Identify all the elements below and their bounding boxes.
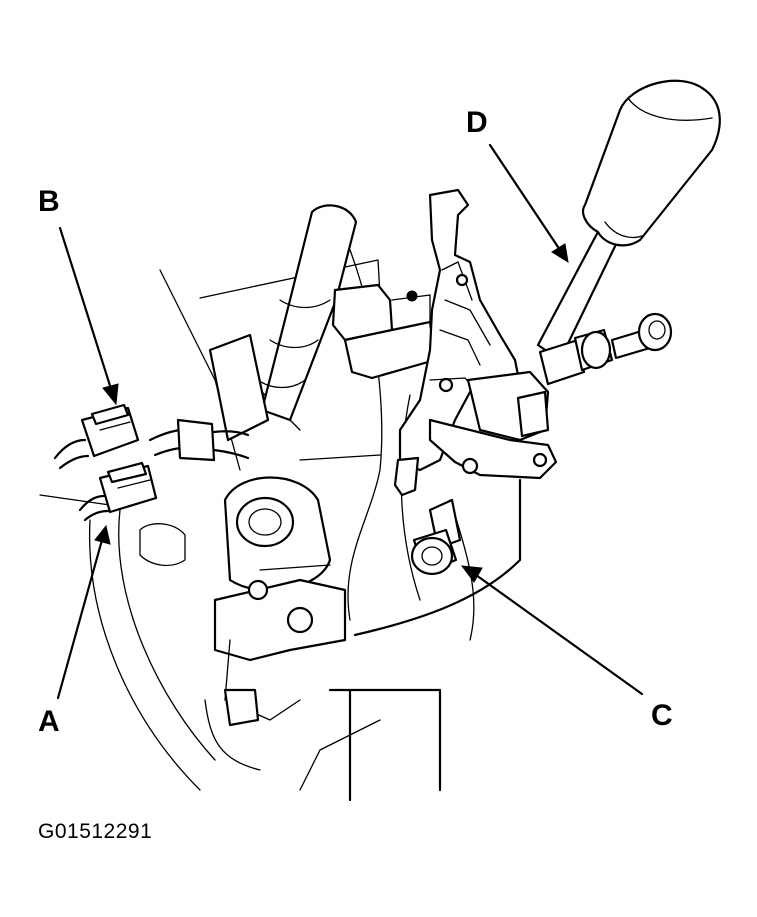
- callout-a-label: A: [38, 705, 60, 738]
- callout-b-label: B: [38, 185, 60, 218]
- key-cylinder-housing: [139, 476, 347, 727]
- leader-b-arrowhead: [102, 383, 119, 406]
- leader-c-arrowhead: [460, 565, 483, 583]
- shift-lever-bracket: [393, 188, 558, 497]
- callout-leaders: [56, 143, 644, 700]
- mounting-bolt: [410, 498, 462, 576]
- leader-a-line: [56, 538, 104, 700]
- column-tube: [208, 204, 358, 442]
- leader-d-arrowhead: [551, 243, 569, 264]
- figure-id: G01512291: [38, 820, 153, 843]
- center-harness: [148, 418, 250, 462]
- callout-d-label: D: [466, 106, 488, 139]
- callout-c-label: C: [651, 699, 673, 732]
- connector-b: [53, 403, 140, 470]
- leader-c-line: [474, 573, 644, 696]
- connector-a: [78, 461, 158, 522]
- pivot-bolt: [538, 312, 673, 386]
- shift-knob: [536, 79, 721, 362]
- leader-d-line: [488, 143, 562, 252]
- leader-a-arrowhead: [94, 524, 111, 545]
- interlock-solenoid: [331, 283, 437, 380]
- leader-b-line: [58, 226, 114, 394]
